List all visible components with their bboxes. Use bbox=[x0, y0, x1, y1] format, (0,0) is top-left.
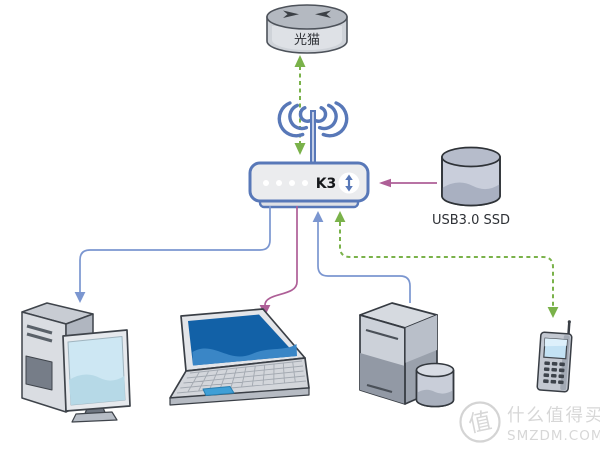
arrowhead-up bbox=[312, 211, 324, 222]
phone-icon bbox=[536, 320, 573, 393]
tower-vents bbox=[26, 324, 53, 343]
router-label: K3 bbox=[316, 176, 337, 192]
server-router-link bbox=[312, 211, 411, 303]
watermark-site-name: 什么值得买 bbox=[507, 406, 600, 426]
arrowhead-down bbox=[547, 307, 559, 318]
arrowhead-up bbox=[334, 211, 346, 222]
laptop-icon bbox=[169, 308, 310, 406]
router-body bbox=[248, 161, 370, 203]
tower-drive-bay bbox=[25, 355, 53, 391]
modem-icon: 光猫 bbox=[266, 4, 348, 54]
usb-updown-arrow-icon bbox=[338, 172, 360, 194]
router-laptop-link bbox=[259, 206, 298, 316]
desktop-pc-icon bbox=[21, 302, 131, 423]
server-icon bbox=[359, 302, 455, 408]
watermark-logo-char: 值 bbox=[466, 408, 494, 438]
arrowhead-down bbox=[294, 143, 306, 155]
watermark: 值 什么值得买 SMZDM.COM bbox=[459, 401, 600, 444]
ssd-router-link bbox=[379, 178, 437, 188]
laptop-trackpad bbox=[202, 386, 235, 396]
server-slot bbox=[365, 328, 399, 341]
modem-router-link bbox=[294, 55, 306, 155]
wifi-antenna-icon bbox=[277, 101, 349, 168]
server-slot bbox=[366, 383, 393, 394]
arrowhead-left bbox=[379, 178, 391, 188]
router-phone-link bbox=[334, 211, 559, 318]
ssd-label: USB3.0 SSD bbox=[432, 213, 510, 228]
watermark-site-domain: SMZDM.COM bbox=[507, 428, 600, 444]
router-led-lights bbox=[263, 180, 308, 186]
server-disk-icon bbox=[415, 362, 455, 408]
phone-antenna bbox=[567, 322, 571, 335]
modem-label: 光猫 bbox=[294, 33, 320, 48]
arrowhead-down bbox=[74, 292, 86, 303]
router-icon: K3 bbox=[248, 101, 370, 209]
modem-arrows-icon bbox=[283, 10, 331, 18]
arrowhead-up bbox=[294, 55, 306, 67]
router-desktop-link bbox=[74, 206, 271, 303]
ssd-icon bbox=[441, 146, 501, 207]
phone-keypad bbox=[543, 361, 565, 385]
laptop-keyboard bbox=[176, 360, 307, 394]
watermark-logo-circle bbox=[459, 401, 501, 443]
monitor bbox=[62, 329, 131, 423]
